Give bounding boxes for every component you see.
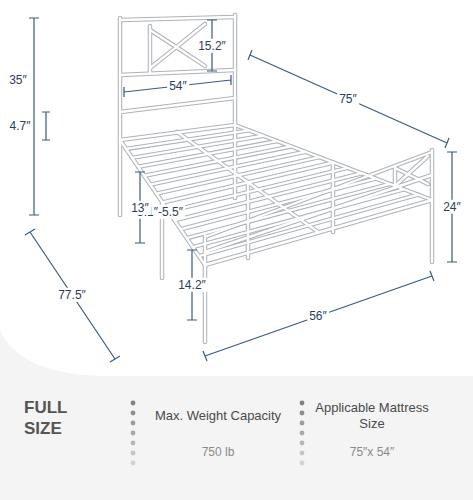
dimension-label: 75″ (337, 92, 359, 106)
dimension-label: 13″ (129, 201, 151, 215)
separator-dot (300, 411, 305, 416)
spec-value: 75″x 54″ (350, 445, 395, 459)
spec-heading: Max. Weight Capacity (153, 408, 283, 424)
dimension-label: 54″ (167, 79, 189, 93)
dimension-label: 24″ (441, 200, 463, 214)
dimension-label: 35″ (7, 73, 29, 87)
separator-dot (131, 401, 136, 406)
separator-dot (131, 411, 136, 416)
dimension-label: 15.2″ (196, 39, 228, 53)
separator-dot (300, 421, 305, 426)
separator-dots (131, 401, 305, 466)
dimension-label: 4.7″ (8, 119, 33, 133)
separator-dot (300, 451, 305, 456)
dimension-label: 56″ (307, 309, 329, 323)
separator-dot (131, 421, 136, 426)
photo-ground (0, 0, 473, 376)
separator-dot (300, 401, 305, 406)
dimension-label: 14.2″ (176, 278, 208, 292)
separator-dot (300, 431, 305, 436)
separator-dot (131, 431, 136, 436)
separator-dot (131, 451, 136, 456)
separator-dot (131, 441, 136, 446)
separator-dot (300, 461, 305, 466)
separator-dot (300, 441, 305, 446)
spec-heading: Applicable Mattress Size (307, 400, 437, 431)
size-title: FULL SIZE (24, 397, 88, 440)
dimension-lines (25, 18, 457, 362)
spec-value: 750 lb (202, 445, 235, 459)
dimension-label: 77.5″ (56, 288, 88, 302)
separator-dot (131, 461, 136, 466)
